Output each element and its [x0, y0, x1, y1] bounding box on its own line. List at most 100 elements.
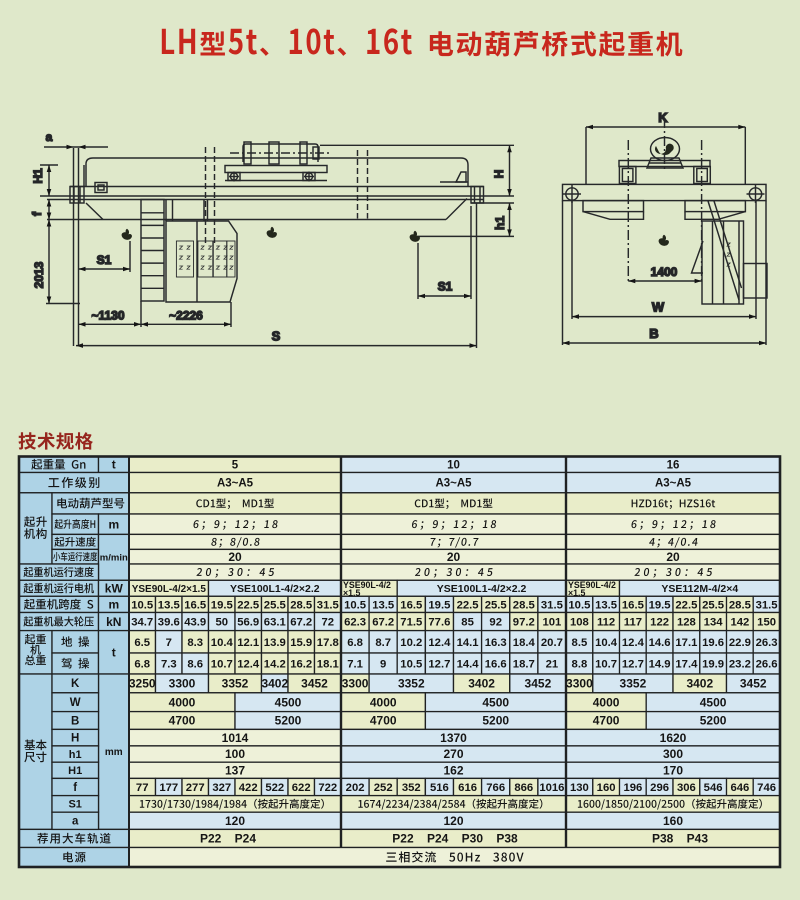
svg-text:YSE90L-4/2: YSE90L-4/2 — [343, 580, 391, 590]
svg-text:25.5: 25.5 — [702, 599, 724, 611]
svg-text:522: 522 — [265, 782, 284, 794]
svg-text:S1: S1 — [68, 799, 81, 811]
svg-text:5200: 5200 — [482, 714, 509, 728]
svg-text:92: 92 — [489, 617, 502, 629]
svg-text:3402: 3402 — [468, 677, 495, 691]
svg-text:13.9: 13.9 — [264, 637, 286, 649]
svg-text:16.5: 16.5 — [622, 599, 644, 611]
svg-text:23.2: 23.2 — [729, 659, 751, 671]
svg-text:21: 21 — [546, 659, 559, 671]
svg-text:2013: 2013 — [32, 261, 46, 288]
svg-text:22.9: 22.9 — [729, 637, 751, 649]
svg-text:19.5: 19.5 — [428, 599, 450, 611]
svg-text:4000: 4000 — [593, 695, 620, 709]
svg-text:120: 120 — [443, 814, 463, 828]
svg-text:28.5: 28.5 — [513, 599, 535, 611]
svg-text:19.5: 19.5 — [649, 599, 671, 611]
svg-text:31.5: 31.5 — [317, 599, 339, 611]
svg-text:W: W — [652, 300, 665, 315]
svg-text:196: 196 — [623, 782, 642, 794]
svg-text:h1: h1 — [69, 749, 82, 761]
svg-text:20: 20 — [228, 550, 242, 564]
svg-text:85: 85 — [461, 617, 474, 629]
svg-text:17.4: 17.4 — [675, 659, 698, 671]
svg-text:t: t — [112, 646, 116, 660]
svg-text:43.9: 43.9 — [184, 617, 206, 629]
svg-text:20: 20 — [666, 550, 680, 564]
svg-text:16.2: 16.2 — [290, 659, 312, 671]
svg-text:177: 177 — [159, 782, 178, 794]
svg-text:71.5: 71.5 — [400, 617, 422, 629]
svg-text:18.1: 18.1 — [317, 659, 339, 671]
svg-text:A3~A5: A3~A5 — [435, 478, 472, 490]
svg-text:1016: 1016 — [539, 782, 564, 794]
svg-text:P22 P24 P30 P38: P22 P24 P30 P38 — [392, 832, 518, 846]
svg-text:300: 300 — [663, 747, 683, 761]
svg-text:31.5: 31.5 — [756, 599, 778, 611]
svg-text:13.5: 13.5 — [158, 599, 180, 611]
svg-text:10.5: 10.5 — [568, 599, 590, 611]
svg-text:14.1: 14.1 — [457, 637, 479, 649]
svg-text:112: 112 — [597, 617, 615, 629]
svg-text:A3~A5: A3~A5 — [217, 478, 254, 490]
svg-text:1400: 1400 — [651, 265, 678, 279]
svg-text:622: 622 — [292, 782, 311, 794]
svg-text:20.7: 20.7 — [541, 637, 563, 649]
svg-text:19.5: 19.5 — [211, 599, 233, 611]
svg-text:4500: 4500 — [700, 695, 727, 709]
svg-text:19.9: 19.9 — [702, 659, 724, 671]
svg-text:14.2: 14.2 — [264, 659, 286, 671]
svg-text:mm: mm — [105, 747, 123, 758]
svg-text:3250: 3250 — [129, 677, 156, 691]
svg-text:10.5: 10.5 — [131, 599, 153, 611]
svg-text:3300: 3300 — [169, 677, 196, 691]
svg-text:7.3: 7.3 — [161, 659, 177, 671]
svg-text:8.3: 8.3 — [187, 637, 203, 649]
svg-text:16: 16 — [667, 460, 680, 472]
svg-text:×1.5: ×1.5 — [343, 588, 360, 598]
svg-text:H: H — [71, 732, 79, 744]
svg-text:5: 5 — [232, 460, 239, 472]
svg-text:kN: kN — [106, 615, 121, 629]
svg-text:K: K — [71, 678, 80, 690]
svg-text:YSE100L1-4/2×2.2: YSE100L1-4/2×2.2 — [230, 583, 320, 595]
svg-text:14.6: 14.6 — [649, 637, 671, 649]
svg-text:3352: 3352 — [398, 677, 425, 691]
svg-text:422: 422 — [239, 782, 258, 794]
svg-text:YSE100L1-4/2×2.2: YSE100L1-4/2×2.2 — [437, 583, 527, 595]
svg-text:4000: 4000 — [169, 695, 196, 709]
svg-text:P22 P24: P22 P24 — [200, 832, 256, 846]
svg-text:101: 101 — [542, 617, 561, 629]
svg-text:3452: 3452 — [740, 677, 767, 691]
svg-text:4700: 4700 — [370, 714, 397, 728]
svg-text:22.5: 22.5 — [675, 599, 697, 611]
svg-text:19.6: 19.6 — [702, 637, 724, 649]
svg-text:S: S — [272, 329, 281, 344]
svg-text:28.5: 28.5 — [290, 599, 312, 611]
svg-text:277: 277 — [186, 782, 205, 794]
svg-text:766: 766 — [486, 782, 505, 794]
svg-text:122: 122 — [650, 617, 669, 629]
svg-text:3300: 3300 — [566, 677, 593, 691]
svg-text:W: W — [70, 697, 81, 709]
svg-text:13.5: 13.5 — [372, 599, 394, 611]
svg-text:8.7: 8.7 — [375, 637, 391, 649]
svg-text:67.2: 67.2 — [290, 617, 312, 629]
svg-text:296: 296 — [650, 782, 669, 794]
svg-text:128: 128 — [677, 617, 696, 629]
svg-text:1370: 1370 — [440, 731, 467, 745]
svg-text:7: 7 — [166, 637, 172, 649]
svg-text:10.4: 10.4 — [595, 637, 618, 649]
svg-text:3352: 3352 — [620, 677, 647, 691]
svg-text:3402: 3402 — [686, 677, 713, 691]
svg-text:12.4: 12.4 — [237, 659, 260, 671]
svg-text:108: 108 — [570, 617, 589, 629]
svg-text:866: 866 — [514, 782, 533, 794]
svg-text:56.9: 56.9 — [237, 617, 259, 629]
svg-text:10.7: 10.7 — [595, 659, 617, 671]
svg-text:a: a — [46, 130, 53, 144]
svg-text:10.7: 10.7 — [211, 659, 233, 671]
svg-text:S1: S1 — [97, 253, 112, 267]
svg-text:YSE90L-4/2: YSE90L-4/2 — [568, 580, 616, 590]
svg-text:3402: 3402 — [261, 677, 288, 691]
